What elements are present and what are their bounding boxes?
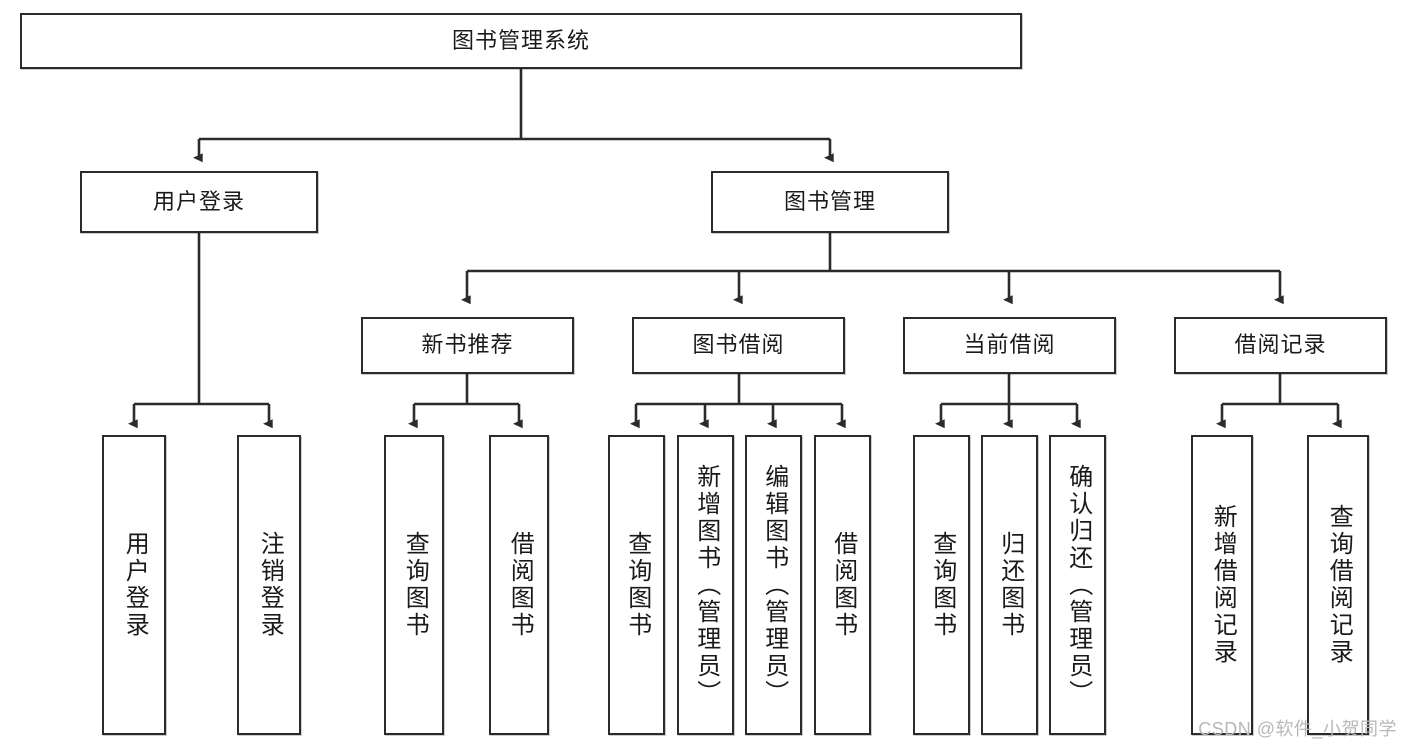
- node-book-management-label: 图书管理: [783, 188, 876, 214]
- node-leaf-query-book-2[interactable]: 查询图书: [608, 435, 665, 735]
- node-leaf-user-login-label: 用户登录: [121, 531, 149, 639]
- node-root[interactable]: 图书管理系统: [20, 13, 1022, 69]
- node-leaf-add-record-label: 新增借阅记录: [1209, 504, 1237, 666]
- node-new-book-recommend-label: 新书推荐: [421, 332, 514, 358]
- node-book-management[interactable]: 图书管理: [711, 171, 949, 233]
- node-new-book-recommend[interactable]: 新书推荐: [361, 317, 574, 374]
- node-leaf-add-record[interactable]: 新增借阅记录: [1191, 435, 1253, 735]
- node-leaf-query-book-2-label: 查询图书: [623, 531, 651, 639]
- node-current-borrow[interactable]: 当前借阅: [903, 317, 1116, 374]
- csdn-watermark: CSDN @软件_小贺同学: [1198, 719, 1397, 739]
- node-leaf-return-book-label: 归还图书: [996, 531, 1024, 639]
- node-leaf-add-book[interactable]: 新增图书（管理员）: [677, 435, 734, 735]
- node-leaf-query-record-label: 查询借阅记录: [1325, 504, 1353, 666]
- node-leaf-confirm-return-label: 确认归还（管理员）: [1064, 463, 1092, 707]
- node-leaf-user-login[interactable]: 用户登录: [102, 435, 166, 735]
- node-current-borrow-label: 当前借阅: [963, 332, 1056, 358]
- node-leaf-borrow-book-2-label: 借阅图书: [829, 531, 857, 639]
- node-user-login-label: 用户登录: [152, 188, 245, 214]
- node-borrow-records-label: 借阅记录: [1234, 332, 1327, 358]
- node-leaf-logout[interactable]: 注销登录: [237, 435, 301, 735]
- node-leaf-edit-book[interactable]: 编辑图书（管理员）: [745, 435, 802, 735]
- node-leaf-confirm-return[interactable]: 确认归还（管理员）: [1049, 435, 1106, 735]
- node-leaf-logout-label: 注销登录: [256, 531, 284, 639]
- node-leaf-query-record[interactable]: 查询借阅记录: [1307, 435, 1369, 735]
- node-leaf-return-book[interactable]: 归还图书: [981, 435, 1038, 735]
- node-book-borrow[interactable]: 图书借阅: [632, 317, 845, 374]
- node-leaf-borrow-book-2[interactable]: 借阅图书: [814, 435, 871, 735]
- node-leaf-borrow-book-1-label: 借阅图书: [506, 531, 534, 639]
- node-leaf-query-book-1[interactable]: 查询图书: [384, 435, 444, 735]
- node-leaf-borrow-book-1[interactable]: 借阅图书: [489, 435, 549, 735]
- node-book-borrow-label: 图书借阅: [692, 332, 785, 358]
- node-borrow-records[interactable]: 借阅记录: [1174, 317, 1387, 374]
- node-leaf-add-book-label: 新增图书（管理员）: [692, 463, 720, 707]
- node-root-label: 图书管理系统: [451, 27, 590, 53]
- node-user-login[interactable]: 用户登录: [80, 171, 318, 233]
- node-leaf-query-book-3-label: 查询图书: [928, 531, 956, 639]
- node-leaf-query-book-3[interactable]: 查询图书: [913, 435, 970, 735]
- node-leaf-edit-book-label: 编辑图书（管理员）: [760, 463, 788, 707]
- node-leaf-query-book-1-label: 查询图书: [401, 531, 429, 639]
